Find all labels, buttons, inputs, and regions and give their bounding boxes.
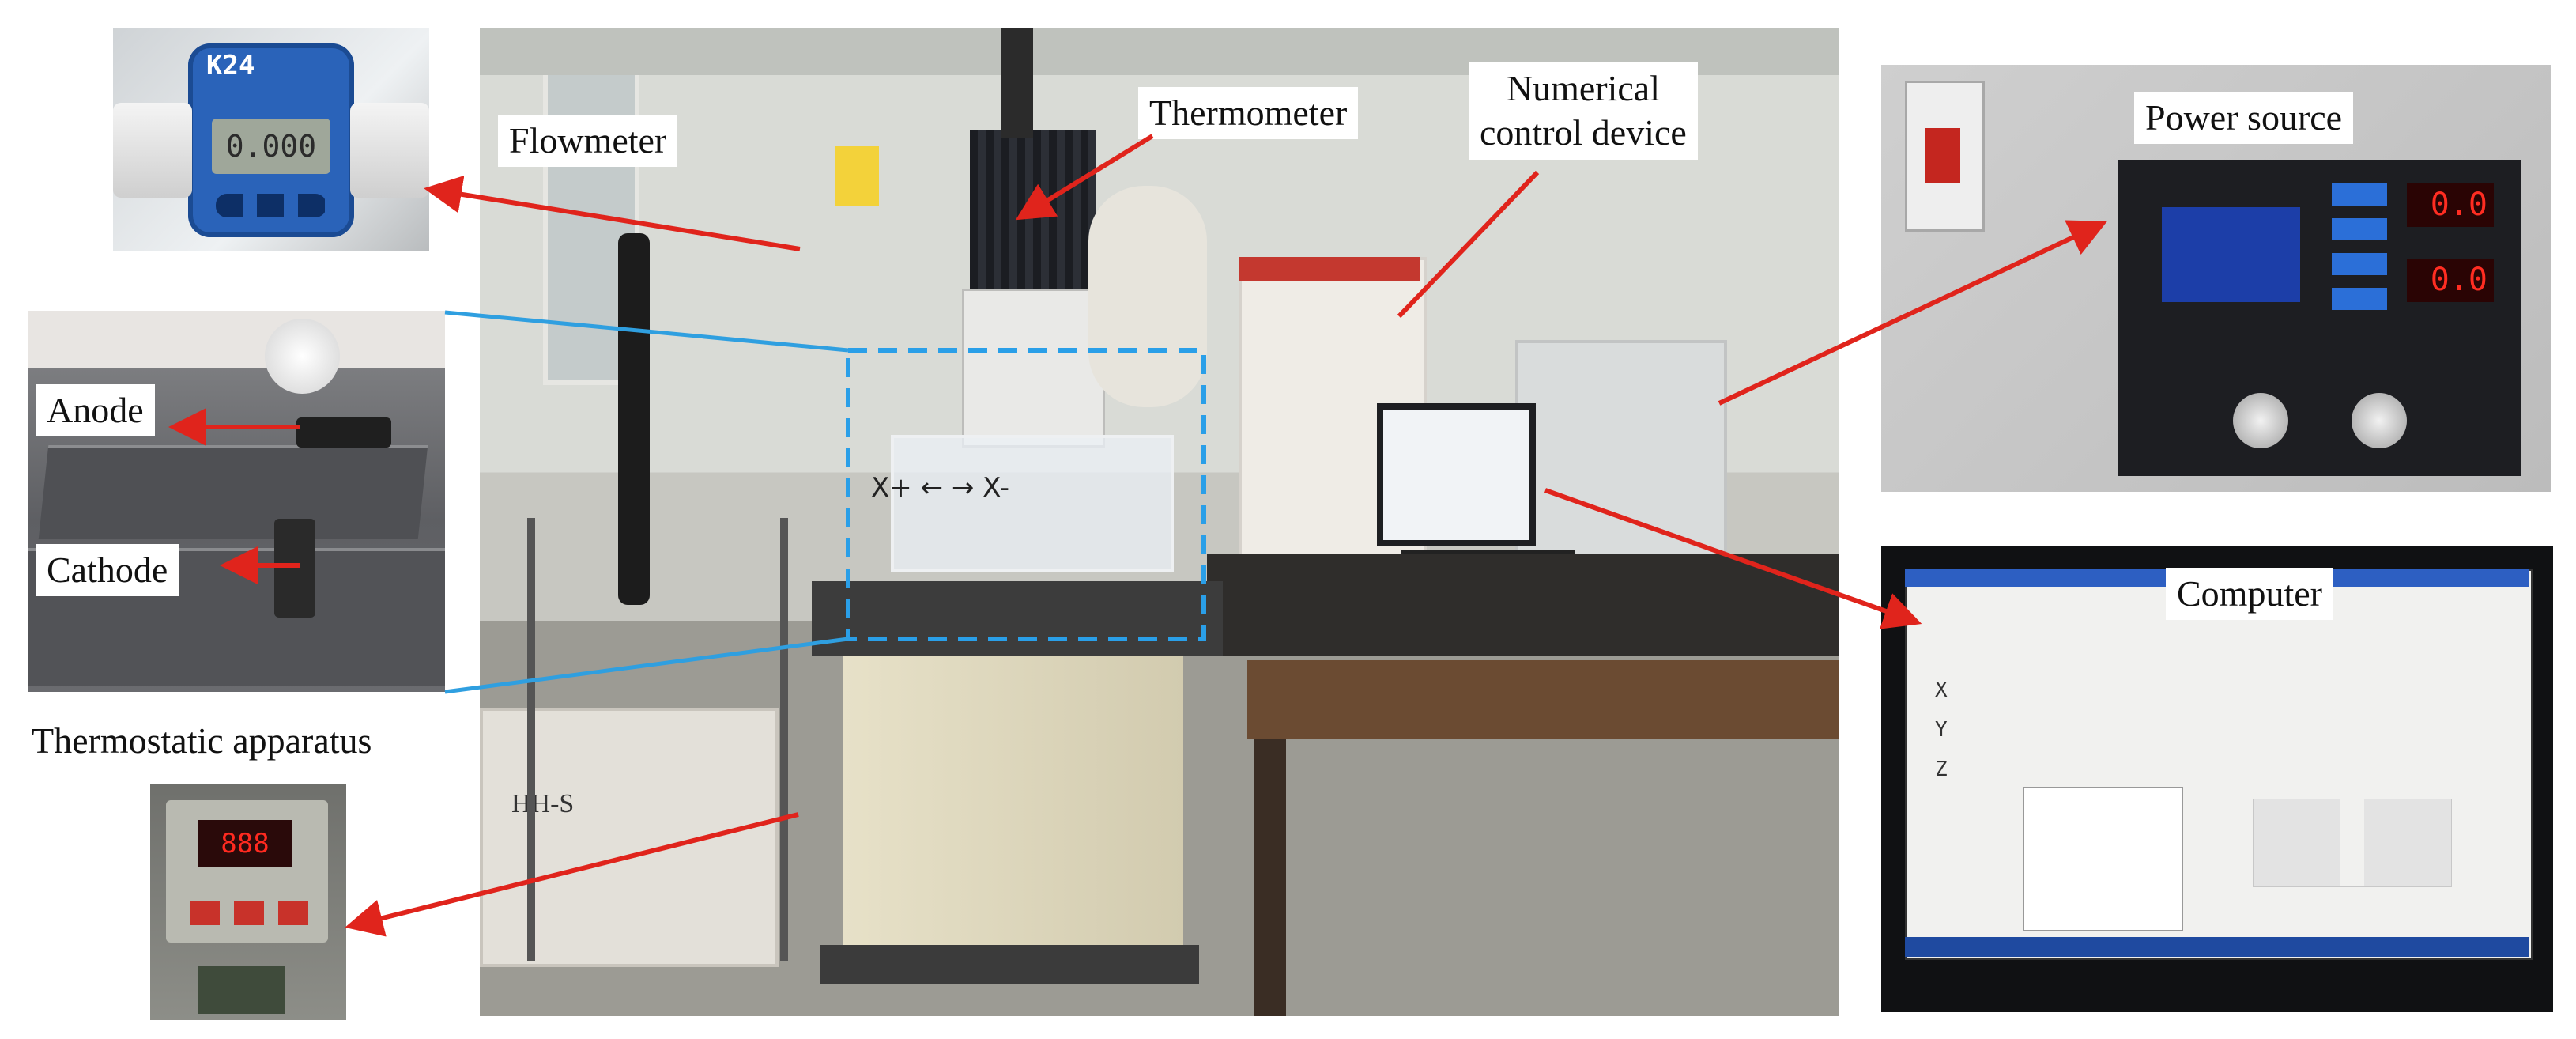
label-power-source: Power source [2134,92,2354,144]
software-log-box [2023,787,2183,931]
flowmeter-model-text: K24 [206,50,255,81]
electrode-photo [28,311,445,692]
power-lcd [2162,207,2300,302]
label-thermostatic-apparatus: Thermostatic apparatus [32,720,372,761]
power-knob-left [2233,393,2288,448]
power-display-left: 0.0 [2407,183,2494,227]
cabinet-header [1239,257,1420,281]
label-thermometer: Thermometer [1138,87,1359,139]
power-source-photo: 0.0 0.0 [1881,65,2551,492]
software-axis-y: Y [1935,718,1948,742]
stand-base [820,945,1199,984]
thermostat-lower [198,966,285,1014]
vertical-column [1001,28,1033,138]
label-anode: Anode [36,384,155,436]
housing-top [970,130,1096,289]
power-knob-right [2352,393,2407,448]
thermostat-display: 888 [198,820,292,867]
anode-electrode [296,417,391,448]
thermostat-photo: 888 [150,784,346,1020]
anode-plate [38,445,428,539]
software-buttons [2253,799,2452,887]
nozzle [265,319,340,394]
housing-body [962,289,1105,448]
power-arrow-keys [2332,183,2387,318]
desk-leg [1254,739,1286,1016]
desk-top [1207,554,1839,656]
computer-screen [1905,569,2533,960]
flowmeter-pipe-right [350,103,429,198]
rack [527,518,788,961]
flowmeter-pipe-left [113,103,192,198]
computer-photo: X Y Z [1881,546,2553,1012]
software-axis-z: Z [1935,758,1948,781]
label-computer: Computer [2166,568,2333,620]
xy-stage [812,581,1223,656]
label-numerical-control-line2: control device [1480,112,1687,153]
desk-drawers [1247,660,1839,739]
duct [1088,186,1207,407]
software-axis-x: X [1935,678,1948,702]
taskbar [1905,937,2529,957]
flowmeter-display: 0.000 [212,119,330,174]
breaker-switch [1925,128,1960,183]
black-pipe [618,233,650,605]
machine-stand [843,656,1183,973]
label-numerical-control-line1: Numerical [1506,68,1660,108]
cathode-block [274,519,315,618]
xy-marking: X+ ← → X- [871,472,1010,504]
flowmeter-photo: K24 0.000 [113,28,429,251]
thermostat-buttons [190,901,308,925]
label-numerical-control: Numerical control device [1469,62,1698,160]
label-cathode: Cathode [36,544,179,596]
label-flowmeter: Flowmeter [498,115,678,167]
desk-monitor [1377,403,1536,546]
flowmeter-buttons [216,194,326,217]
warning-sign [835,146,879,206]
power-display-right: 0.0 [2407,259,2494,302]
main-lab-photo: X+ ← → X- HH-S [480,28,1839,1016]
